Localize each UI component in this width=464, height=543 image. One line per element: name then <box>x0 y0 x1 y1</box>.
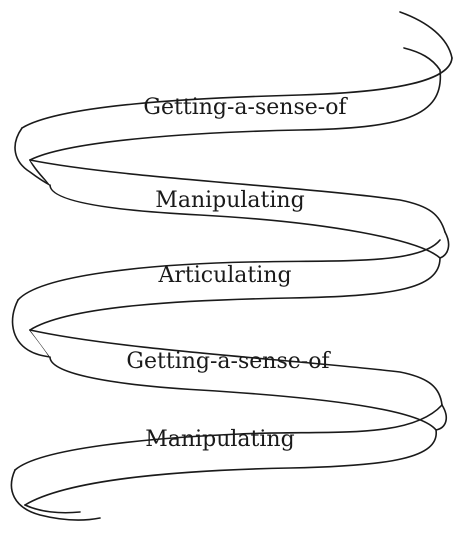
ribbon-top-tail-edge-inner <box>404 48 440 70</box>
ribbon-top-tail-edge <box>400 12 452 58</box>
band-2-label: Manipulating <box>155 188 304 213</box>
band-4-face <box>30 330 442 430</box>
band-3-label: Articulating <box>157 263 291 288</box>
band-5-label: Manipulating <box>145 427 294 452</box>
band-1-label: Getting-a-sense-of <box>143 95 348 120</box>
ribbon-bottom-tail-inner <box>25 505 80 513</box>
band-4-label: Getting-a-sense-of <box>126 349 331 374</box>
